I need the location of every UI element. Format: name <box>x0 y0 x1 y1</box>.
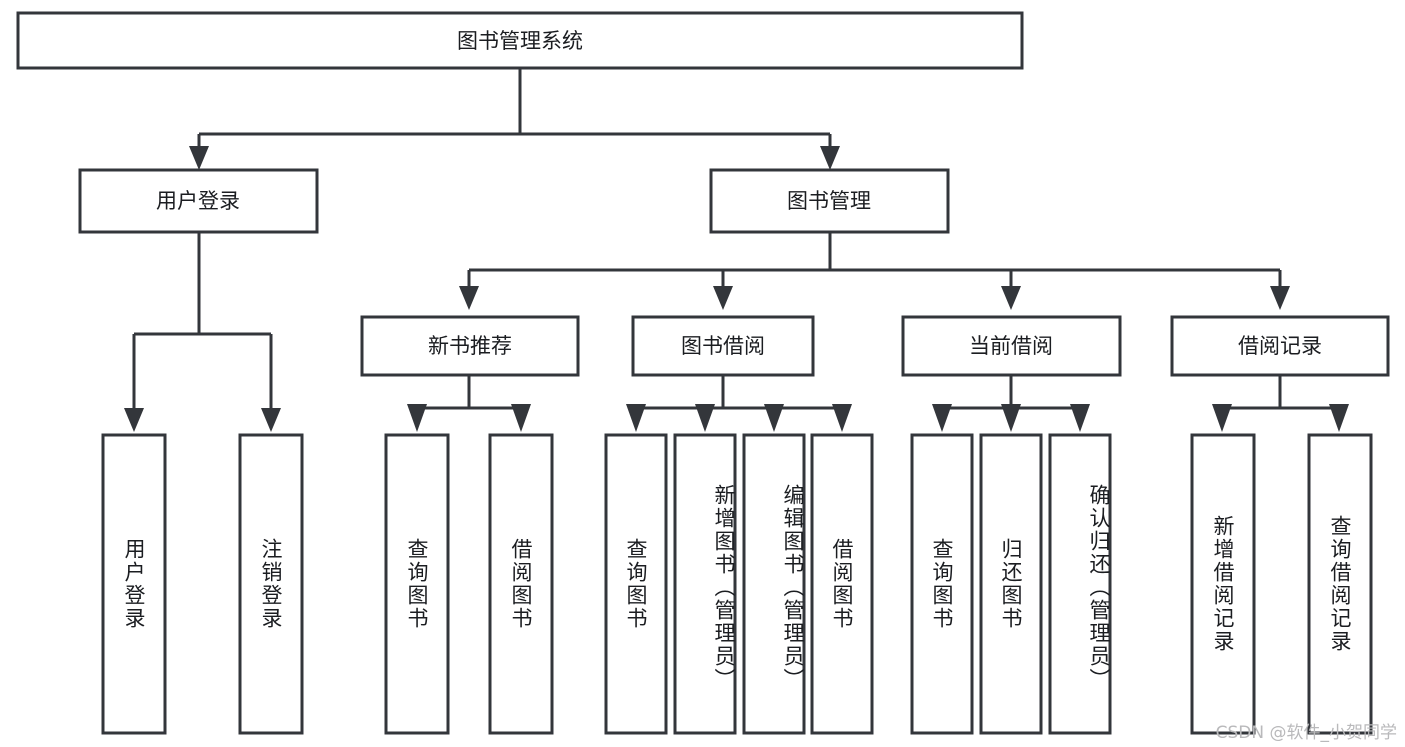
connector-group-root <box>189 68 840 170</box>
arrowhead-to-book-borrow <box>713 286 733 310</box>
node-new-book-rec-box[interactable] <box>360 315 580 377</box>
arrowhead-to-leaf-borrow-2 <box>695 404 715 432</box>
arrowhead-to-leaf-new-book-1 <box>407 404 427 432</box>
connector-group-new-book-rec <box>407 375 531 432</box>
arrowhead-to-leaf-new-book-2 <box>511 404 531 432</box>
connector-group-current-borrow <box>932 375 1090 432</box>
leaf-boxes <box>101 433 1373 735</box>
arrowhead-to-leaf-current-2 <box>1001 404 1021 432</box>
node-root[interactable]: 图书管理系统 <box>16 11 1024 70</box>
connector-group-user-login <box>124 232 281 432</box>
node-borrow-record-box[interactable] <box>1170 315 1390 377</box>
node-current-borrow-box[interactable] <box>901 315 1122 377</box>
arrowhead-to-leaf-current-3 <box>1070 404 1090 432</box>
leaf-user-login-2-box[interactable] <box>238 433 304 735</box>
arrowhead-to-user-login <box>189 146 209 170</box>
node-root-label: 图书管理系统 <box>457 29 583 53</box>
leaf-current-3-box[interactable] <box>1048 433 1112 735</box>
node-book-manage[interactable]: 图书管理 <box>709 168 950 234</box>
arrowhead-to-leaf-record-2 <box>1329 404 1349 432</box>
arrowhead-to-new-book-rec <box>459 286 479 310</box>
connector-group-book-borrow <box>626 375 852 432</box>
leaf-new-book-2-box[interactable] <box>488 433 554 735</box>
node-book-manage-label: 图书管理 <box>787 189 871 213</box>
arrowhead-to-leaf-user-login-2 <box>261 408 281 432</box>
leaf-record-1-box[interactable] <box>1190 433 1256 735</box>
leaf-current-2-box[interactable] <box>979 433 1043 735</box>
node-borrow-record-label: 借阅记录 <box>1238 334 1322 358</box>
arrowhead-to-leaf-user-login-1 <box>124 408 144 432</box>
leaf-record-2-box[interactable] <box>1307 433 1373 735</box>
node-new-book-rec[interactable]: 新书推荐 <box>360 315 580 377</box>
leaf-borrow-1-box[interactable] <box>604 433 668 735</box>
node-book-borrow[interactable]: 图书借阅 <box>631 315 815 377</box>
node-current-borrow-label: 当前借阅 <box>969 334 1053 358</box>
leaf-borrow-3-box[interactable] <box>742 433 806 735</box>
node-user-login-box[interactable] <box>78 168 319 234</box>
node-borrow-record[interactable]: 借阅记录 <box>1170 315 1390 377</box>
leaf-borrow-4-box[interactable] <box>810 433 874 735</box>
node-new-book-rec-label: 新书推荐 <box>428 334 512 358</box>
arrowhead-to-leaf-record-1 <box>1212 404 1232 432</box>
leaf-borrow-2-box[interactable] <box>673 433 737 735</box>
node-root-box[interactable] <box>16 11 1024 70</box>
leaf-new-book-1-box[interactable] <box>384 433 450 735</box>
arrowhead-to-leaf-current-1 <box>932 404 952 432</box>
node-user-login-label: 用户登录 <box>156 189 240 213</box>
arrowhead-to-leaf-borrow-3 <box>764 404 784 432</box>
node-book-borrow-label: 图书借阅 <box>681 334 765 358</box>
node-user-login[interactable]: 用户登录 <box>78 168 319 234</box>
arrowhead-to-current-borrow <box>1001 286 1021 310</box>
arrowhead-to-borrow-record <box>1270 286 1290 310</box>
connector-group-book-manage <box>459 232 1290 310</box>
leaf-user-login-1-box[interactable] <box>101 433 167 735</box>
arrowhead-to-book-manage <box>820 146 840 170</box>
node-current-borrow[interactable]: 当前借阅 <box>901 315 1122 377</box>
arrowhead-to-leaf-borrow-4 <box>832 404 852 432</box>
connector-group-borrow-record <box>1212 375 1349 432</box>
arrowhead-to-leaf-borrow-1 <box>626 404 646 432</box>
leaf-current-1-box[interactable] <box>910 433 974 735</box>
node-book-manage-box[interactable] <box>709 168 950 234</box>
node-book-borrow-box[interactable] <box>631 315 815 377</box>
